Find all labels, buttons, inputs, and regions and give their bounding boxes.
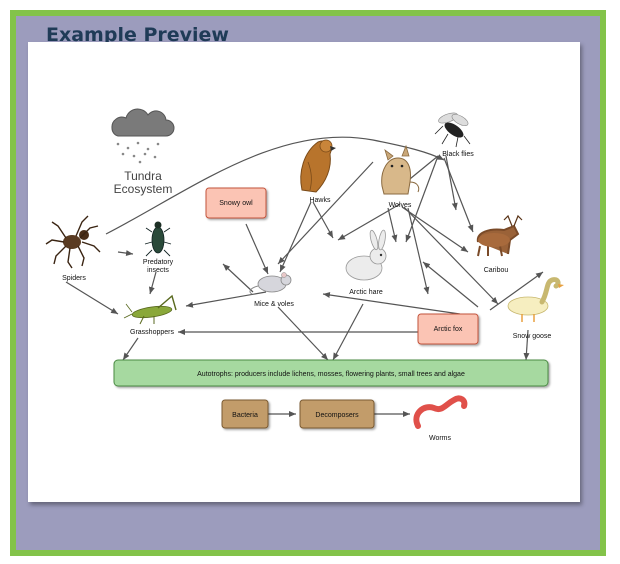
food-web-diagram: Tundra Ecosystem Black flies Hawks Wolve… [45,108,564,442]
label-arctic-hare: Arctic hare [349,289,383,296]
cloud-icon [111,108,175,164]
autotrophs-node[interactable] [113,359,549,387]
arctic-fox-node[interactable] [417,313,479,345]
label-caribou: Caribou [484,267,509,274]
label-arctic-fox: Arctic fox [434,326,463,333]
bacteria-node[interactable] [221,399,269,429]
label-decomposers: Decomposers [315,412,359,419]
snowy-owl-node[interactable] [205,187,267,219]
label-hawks: Hawks [309,197,331,204]
label-autotrophs: Autotrophs: producers include lichens, m… [197,371,465,378]
label-bacteria: Bacteria [232,412,258,419]
caribou-icon [476,214,523,257]
label-mice-voles: Mice & voles [254,301,294,308]
decomposers-node[interactable] [299,399,375,429]
label-wolves: Wolves [389,202,412,209]
label-grasshoppers: Grasshoppers [130,329,174,336]
spider-icon [45,215,101,269]
grasshopper-icon [123,294,177,325]
black-fly-icon [434,112,471,148]
hare-icon [345,229,387,281]
wolf-icon [381,144,420,195]
mouse-icon [249,272,292,295]
goose-icon [507,277,564,322]
worm-icon [413,395,468,429]
preview-title: Example Preview [46,24,229,46]
diagram-title-line1: Tundra [124,169,162,183]
label-predatory-insects-2: insects [147,267,169,274]
label-black-flies: Black flies [442,151,474,158]
label-snowy-owl: Snowy owl [219,200,253,207]
beetle-icon [144,221,172,257]
hawk-icon [300,139,336,193]
food-web-arrows [65,136,544,417]
label-spiders: Spiders [62,275,86,282]
label-snow-goose: Snow goose [513,333,552,340]
diagram-canvas: Tundra Ecosystem Black flies Hawks Wolve… [28,42,580,502]
label-predatory-insects-1: Predatory [143,259,174,266]
diagram-title-line2: Ecosystem [114,182,173,196]
label-worms: Worms [429,435,452,442]
